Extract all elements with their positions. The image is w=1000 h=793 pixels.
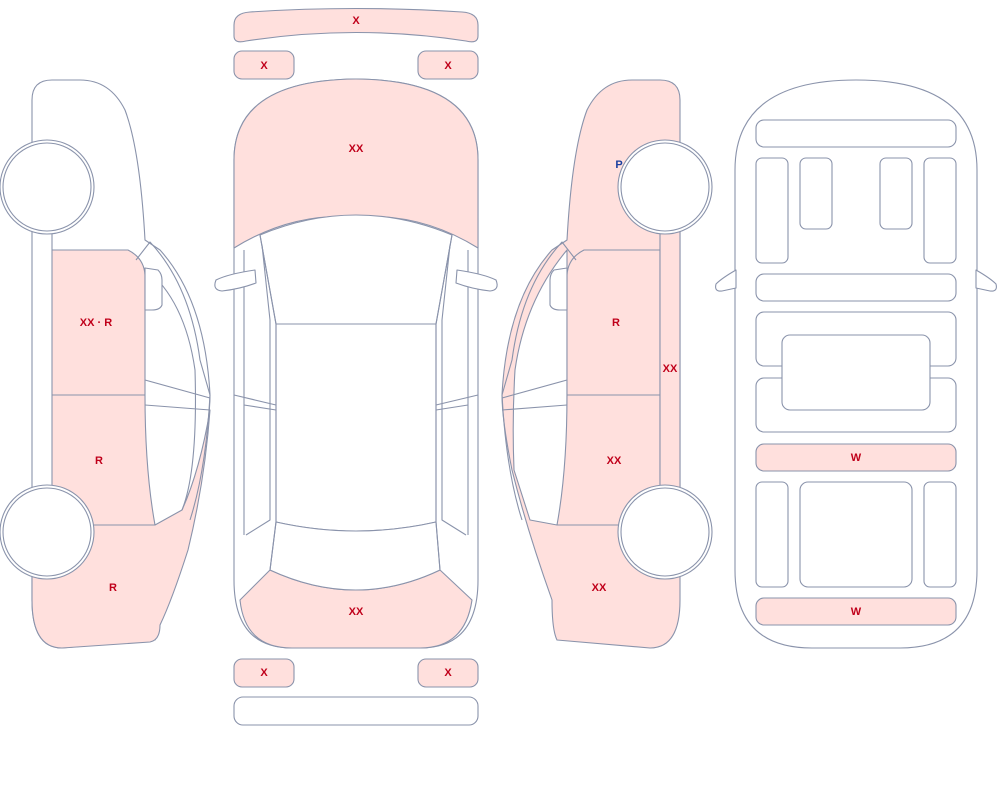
front-left-rail[interactable]	[755, 157, 789, 264]
rear-left-rail[interactable]	[755, 481, 789, 588]
front-bumper-left-corner[interactable]	[233, 50, 295, 80]
front-right-rail[interactable]	[923, 157, 957, 264]
top-left-door-edge	[245, 244, 271, 536]
right-rear-door-label: XX	[607, 455, 622, 467]
left-mirror[interactable]	[144, 267, 163, 311]
rear-bumper-right-corner[interactable]	[417, 658, 479, 688]
rear-bumper-right-label: X	[444, 667, 452, 679]
left-window-frame	[135, 241, 211, 521]
front-right-inner-mount[interactable]	[879, 157, 913, 230]
right-front-door[interactable]	[566, 249, 661, 396]
right-front-wheel-inner	[620, 142, 710, 232]
windshield[interactable]	[259, 214, 453, 325]
top-left-a-pillar	[259, 234, 277, 571]
right-front-door-label: R	[612, 317, 620, 329]
right-mirror[interactable]	[549, 267, 568, 311]
top-right-mirror[interactable]	[455, 269, 498, 292]
front-bumper-right-corner[interactable]	[417, 50, 479, 80]
top-right-b-pillar-1	[435, 394, 479, 406]
right-front-wheel-outer[interactable]	[617, 139, 713, 235]
front-bumper-right-label: X	[444, 60, 452, 72]
right-rocker-panel[interactable]	[659, 229, 681, 491]
front-bumper-label: X	[352, 15, 360, 27]
right-rear-wheel-outer[interactable]	[617, 484, 713, 580]
floor-front-crossmember-label: W	[851, 452, 862, 464]
right-b-pillar-line-1	[501, 379, 568, 399]
rear-right-rail[interactable]	[923, 481, 957, 588]
roof[interactable]	[275, 323, 437, 532]
left-rear-quarter-panel[interactable]	[31, 409, 211, 649]
right-front-fender-label: P	[615, 159, 622, 171]
left-side-view: XX · R R R	[0, 79, 211, 649]
front-bumper-left-label: X	[260, 60, 268, 72]
left-b-pillar-line-1	[144, 379, 211, 399]
spare-wheel-well[interactable]	[799, 481, 913, 588]
rear-bumper[interactable]	[233, 696, 479, 726]
left-rear-door-label: R	[95, 455, 103, 467]
left-front-door-label: XX · R	[80, 317, 112, 329]
floor-front-crossmember[interactable]	[755, 443, 957, 472]
trunk-lid-label: XX	[349, 606, 364, 618]
front-left-inner-mount[interactable]	[799, 157, 833, 230]
top-right-b-pillar-2	[435, 404, 469, 411]
left-front-wheel-outer[interactable]	[0, 139, 95, 235]
front-crossmember[interactable]	[755, 119, 957, 148]
right-rocker-label: XX	[663, 363, 678, 375]
top-view: X X X XX XX X X	[214, 7, 498, 726]
left-rear-quarter-label: R	[109, 582, 117, 594]
top-left-b-pillar-1	[233, 394, 277, 406]
top-left-mirror[interactable]	[214, 269, 257, 292]
right-window-frame	[501, 241, 577, 521]
underbody-left-mirror[interactable]	[715, 269, 737, 292]
top-left-b-pillar-2	[243, 404, 277, 411]
front-bumper[interactable]	[233, 7, 479, 43]
left-rear-wheel-inner	[2, 487, 92, 577]
underbody-view: W W	[715, 79, 997, 649]
right-b-pillar-line-2	[501, 404, 568, 411]
floor-rear-crossmember[interactable]	[755, 597, 957, 626]
top-right-door-edge	[441, 244, 467, 536]
rear-window[interactable]	[269, 521, 441, 591]
floor-rear-crossmember-label: W	[851, 606, 862, 618]
underbody-right-mirror[interactable]	[975, 269, 997, 292]
right-rear-quarter-label: XX	[592, 582, 607, 594]
right-rear-wheel-inner	[620, 487, 710, 577]
left-front-door[interactable]	[51, 249, 146, 396]
firewall-crossmember[interactable]	[755, 273, 957, 302]
floor-center-tunnel[interactable]	[781, 334, 931, 411]
rear-bumper-left-label: X	[260, 667, 268, 679]
left-window-inner	[144, 267, 197, 511]
right-side-view: P R XX XX XX	[501, 79, 713, 649]
rear-bumper-left-corner[interactable]	[233, 658, 295, 688]
left-front-wheel-inner	[2, 142, 92, 232]
top-right-a-pillar	[435, 234, 453, 571]
left-b-pillar-line-2	[144, 404, 211, 411]
left-rear-wheel-outer[interactable]	[0, 484, 95, 580]
hood-label: XX	[349, 143, 364, 155]
